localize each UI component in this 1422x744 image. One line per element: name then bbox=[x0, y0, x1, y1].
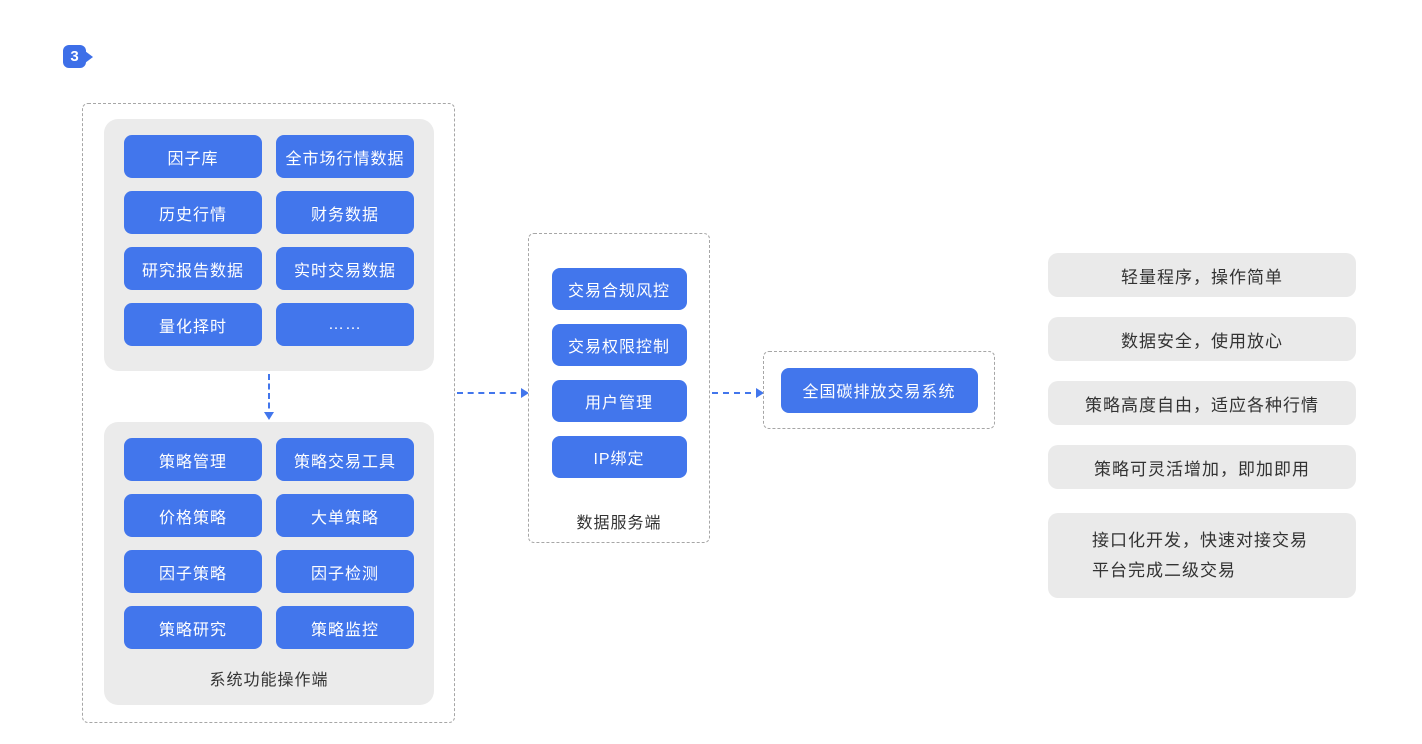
data-service-caption: 数据服务端 bbox=[576, 515, 662, 532]
step-badge-number: 3 bbox=[70, 48, 79, 65]
data-panel: 因子库 全市场行情数据 历史行情 财务数据 研究报告数据 实时交易数据 量化择时… bbox=[104, 119, 434, 371]
feature-item-lightweight: 轻量程序，操作简单 bbox=[1048, 253, 1356, 297]
arrow-down-icon bbox=[264, 374, 274, 420]
node-ellipsis-more: …… bbox=[276, 303, 414, 346]
node-national-carbon-trading-system: 全国碳排放交易系统 bbox=[780, 367, 978, 413]
strategy-panel: 策略管理 策略交易工具 价格策略 大单策略 因子策略 因子检测 策略研究 策略监… bbox=[104, 422, 434, 705]
strategy-panel-grid: 策略管理 策略交易工具 价格策略 大单策略 因子策略 因子检测 策略研究 策略监… bbox=[124, 438, 414, 649]
node-research-report-data: 研究报告数据 bbox=[124, 247, 262, 290]
node-ip-binding: IP绑定 bbox=[551, 436, 687, 478]
feature-item-strategy-freedom: 策略高度自由，适应各种行情 bbox=[1048, 381, 1356, 425]
feature-item-data-security: 数据安全，使用放心 bbox=[1048, 317, 1356, 361]
node-factor-strategy: 因子策略 bbox=[124, 550, 262, 593]
node-factor-detection: 因子检测 bbox=[276, 550, 414, 593]
node-large-order-strategy: 大单策略 bbox=[276, 494, 414, 537]
node-strategy-monitoring: 策略监控 bbox=[276, 606, 414, 649]
feature-item-interface-dev: 接口化开发，快速对接交易 平台完成二级交易 bbox=[1048, 513, 1356, 598]
node-factor-library: 因子库 bbox=[124, 135, 262, 178]
step-badge: 3 bbox=[63, 45, 93, 68]
node-full-market-data: 全市场行情数据 bbox=[276, 135, 414, 178]
data-service-box: 交易合规风控 交易权限控制 用户管理 IP绑定 数据服务端 bbox=[528, 233, 710, 543]
node-historical-quotes: 历史行情 bbox=[124, 191, 262, 234]
arrow-right-icon bbox=[712, 388, 764, 398]
feature-item-flexible-add: 策略可灵活增加，即加即用 bbox=[1048, 445, 1356, 489]
node-price-strategy: 价格策略 bbox=[124, 494, 262, 537]
node-strategy-research: 策略研究 bbox=[124, 606, 262, 649]
node-strategy-management: 策略管理 bbox=[124, 438, 262, 481]
node-trade-compliance-risk: 交易合规风控 bbox=[551, 268, 687, 310]
node-realtime-trade-data: 实时交易数据 bbox=[276, 247, 414, 290]
node-user-management: 用户管理 bbox=[551, 380, 687, 422]
badge-tail-icon bbox=[85, 50, 93, 63]
node-trade-permission-control: 交易权限控制 bbox=[551, 324, 687, 366]
target-system-box: 全国碳排放交易系统 bbox=[763, 351, 995, 429]
strategy-panel-caption: 系统功能操作端 bbox=[209, 672, 329, 689]
data-panel-grid: 因子库 全市场行情数据 历史行情 财务数据 研究报告数据 实时交易数据 量化择时… bbox=[124, 135, 414, 346]
arrow-right-icon bbox=[457, 388, 529, 398]
node-strategy-trade-tools: 策略交易工具 bbox=[276, 438, 414, 481]
node-financial-data: 财务数据 bbox=[276, 191, 414, 234]
node-quant-timing: 量化择时 bbox=[124, 303, 262, 346]
